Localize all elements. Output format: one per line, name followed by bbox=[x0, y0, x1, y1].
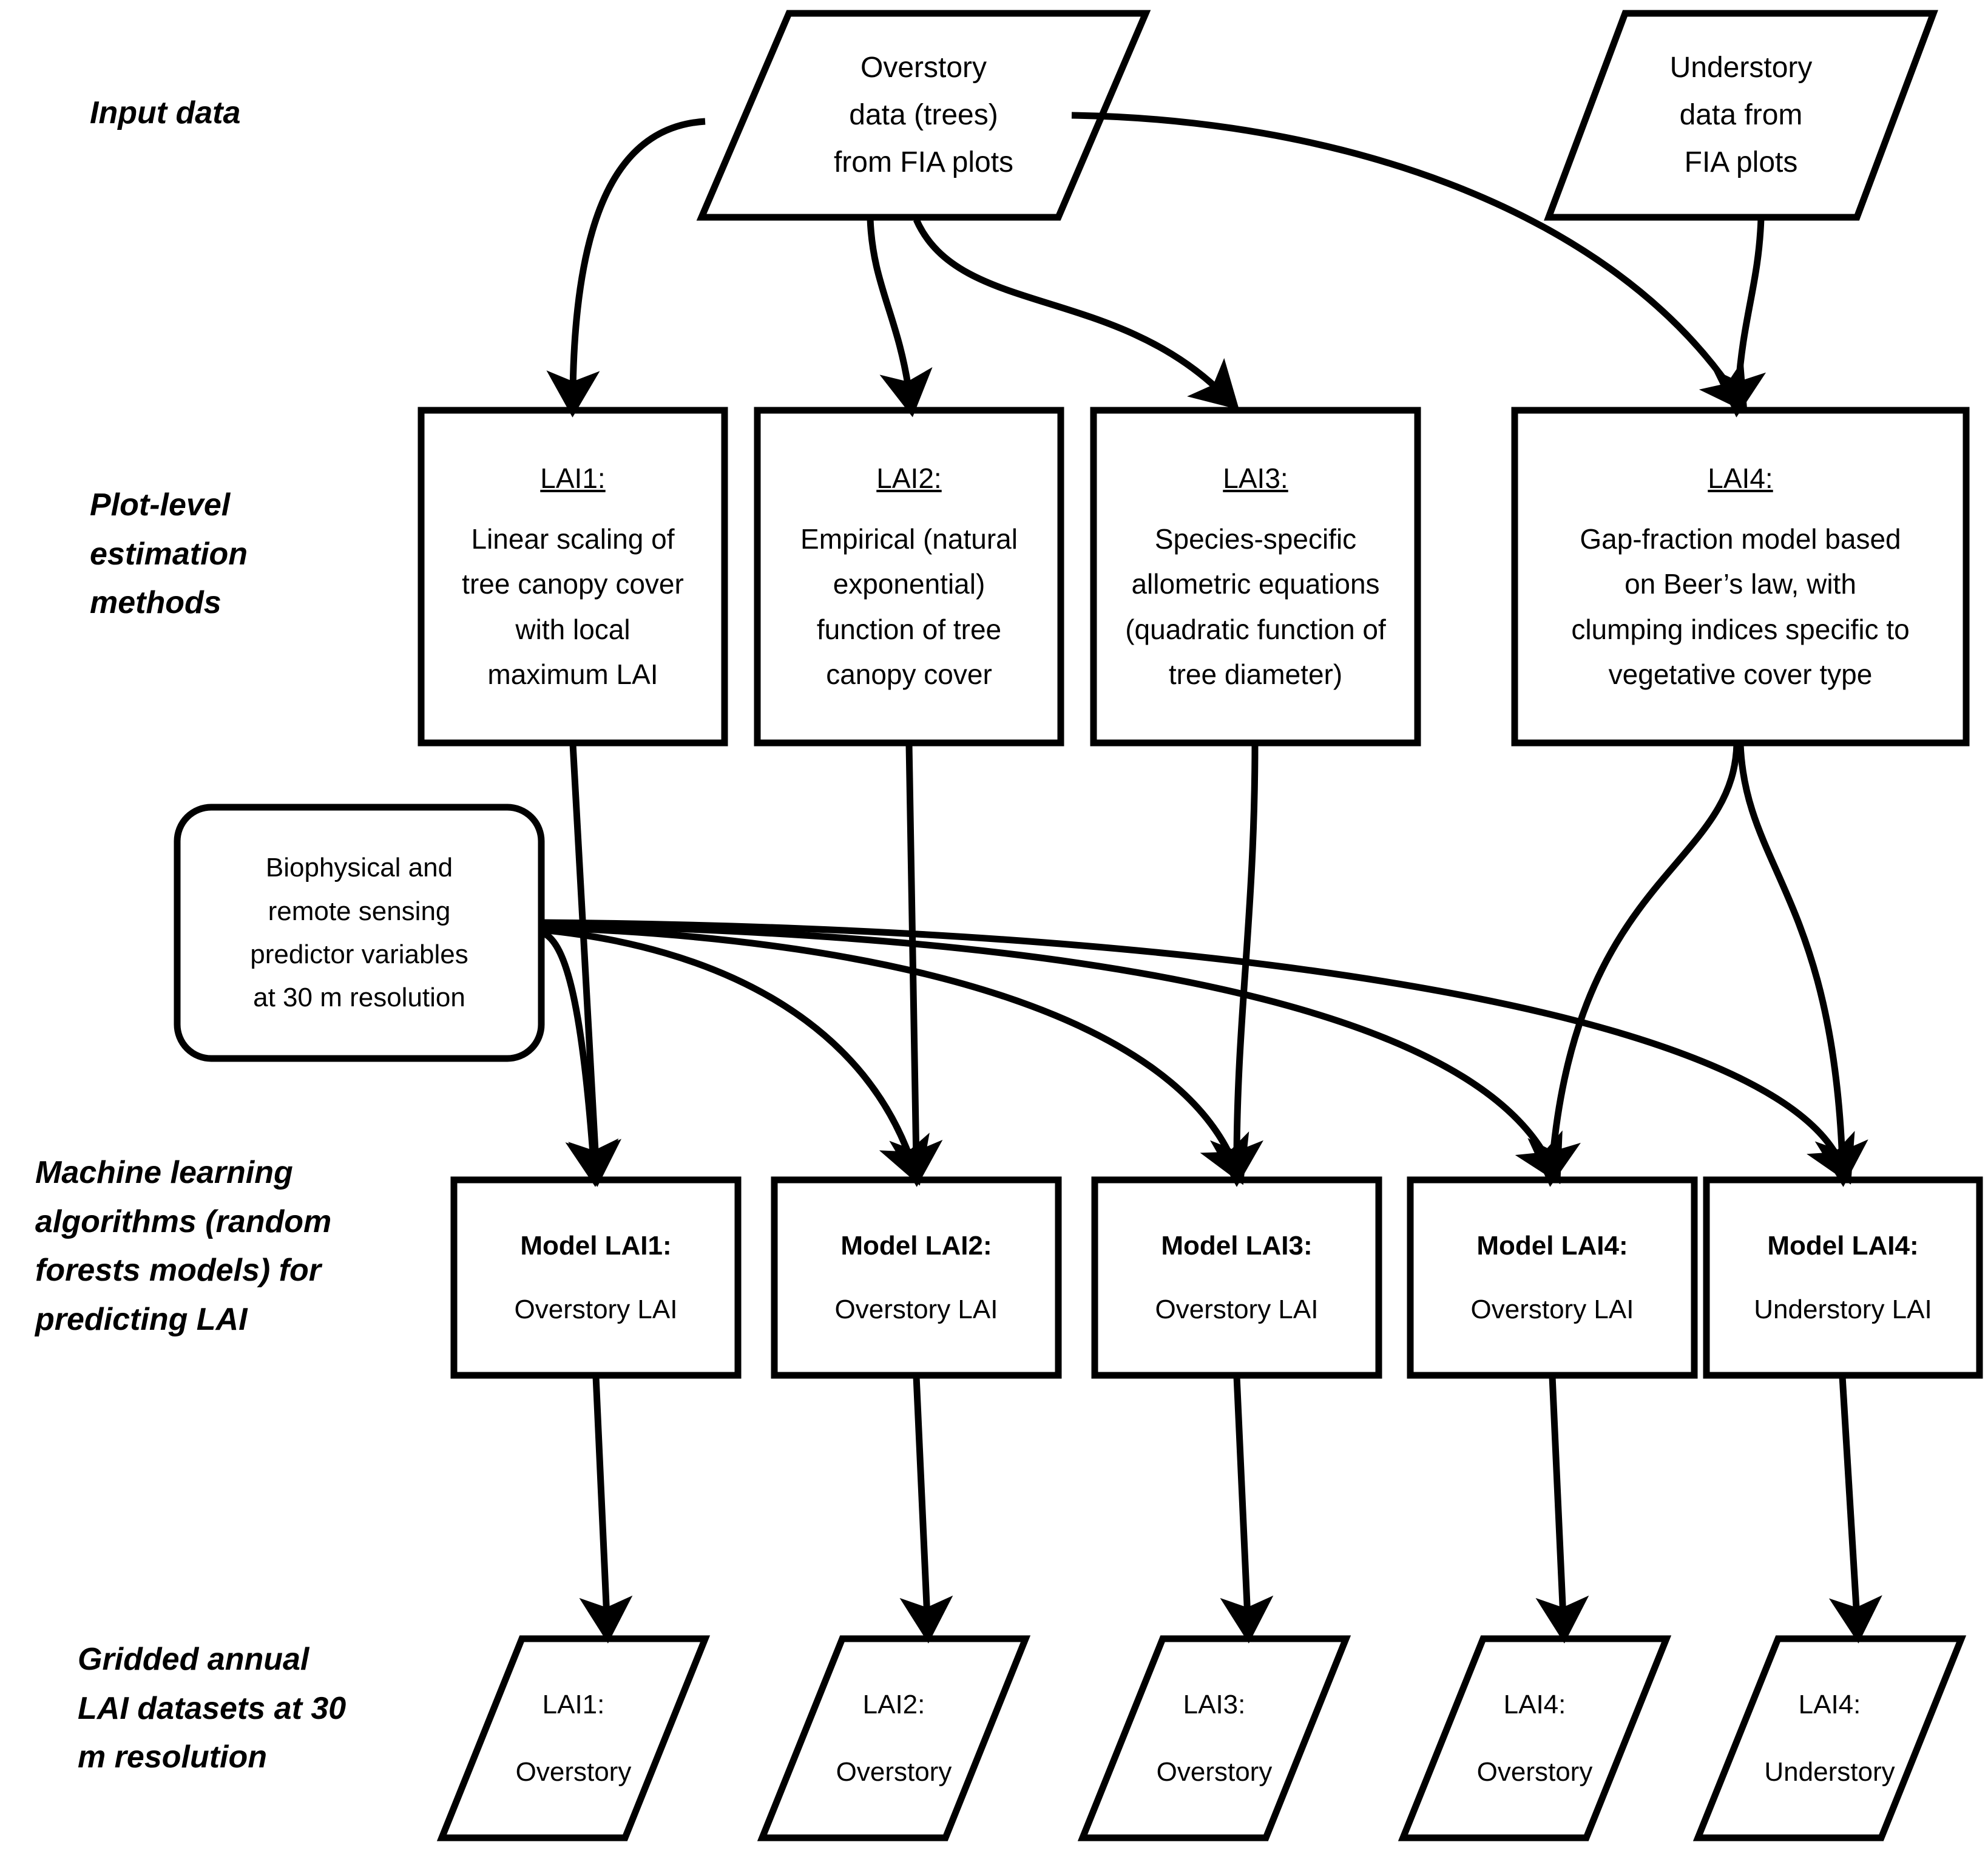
output-lai3-shape bbox=[1077, 1635, 1351, 1841]
connector-predictor-to-model2 bbox=[541, 926, 930, 1186]
output-lai4-over-shape bbox=[1398, 1635, 1672, 1841]
connector-predictor-to-model4-over bbox=[541, 921, 1563, 1185]
output-lai2-shape bbox=[757, 1635, 1031, 1841]
predictor-variables-shape bbox=[174, 804, 545, 1062]
connector-lai1-to-model1 bbox=[568, 743, 621, 1187]
output-lai1-shape bbox=[436, 1635, 711, 1841]
understory-input-shape bbox=[1544, 10, 1938, 221]
connector-lai3-to-model3 bbox=[1210, 743, 1264, 1187]
model-lai3-shape bbox=[1091, 1176, 1382, 1379]
connector-model3-to-output3 bbox=[1220, 1376, 1274, 1644]
connector-lai4-to-model4-over bbox=[1527, 743, 1740, 1187]
connector-lai4-to-model4-under bbox=[1737, 743, 1868, 1187]
connector-model4over-to-output4over bbox=[1535, 1376, 1589, 1644]
row-label-plot-level: Plot-level estimation methods bbox=[90, 487, 248, 621]
connector-model4under-to-output4under bbox=[1828, 1376, 1882, 1644]
connector-model1-to-output1 bbox=[579, 1376, 633, 1644]
model-lai4-over-shape bbox=[1407, 1176, 1698, 1379]
model-lai4-under-shape bbox=[1703, 1176, 1983, 1379]
row-label-machine-learning: Machine learning algorithms (random fore… bbox=[35, 1155, 332, 1337]
lai1-method-shape bbox=[418, 407, 728, 747]
connector-overstory-to-lai1 bbox=[546, 118, 706, 418]
connector-overstory-to-lai4 bbox=[1071, 112, 1748, 413]
connector-predictor-to-model3 bbox=[541, 924, 1249, 1185]
connector-understory-to-lai4 bbox=[1712, 218, 1767, 418]
connector-predictor-to-model4-under bbox=[541, 919, 1855, 1185]
connector-predictor-to-model1 bbox=[539, 929, 619, 1187]
model-lai2-shape bbox=[771, 1176, 1062, 1379]
connector-lai2-to-model2 bbox=[889, 743, 943, 1187]
connector-overstory-to-lai3 bbox=[913, 218, 1240, 410]
row-label-input-data: Input data bbox=[90, 95, 241, 130]
overstory-input-shape bbox=[696, 10, 1151, 221]
connector-overstory-to-lai2 bbox=[867, 218, 933, 418]
lai2-method-shape bbox=[754, 407, 1064, 747]
connector-model2-to-output2 bbox=[899, 1376, 953, 1644]
output-lai4-under-shape bbox=[1692, 1635, 1967, 1841]
lai3-method-shape bbox=[1090, 407, 1421, 747]
lai4-method-shape bbox=[1511, 407, 1970, 747]
model-lai1-shape bbox=[450, 1176, 742, 1379]
row-label-gridded-outputs: Gridded annual LAI datasets at 30 m reso… bbox=[78, 1642, 347, 1775]
